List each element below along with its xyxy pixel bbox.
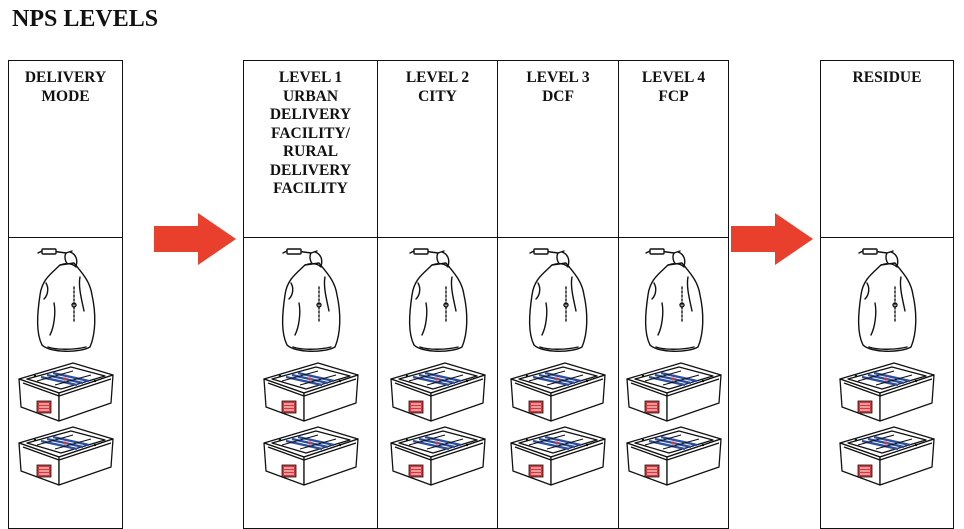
- right-arrow-icon: [731, 213, 813, 265]
- column-header-line: URBAN: [244, 88, 377, 107]
- mail-tray-icon: [260, 423, 362, 489]
- mail-sack-icon: [522, 243, 594, 361]
- mail-tray-icon: [507, 359, 609, 425]
- mail-sack-icon: [275, 243, 347, 361]
- column-body: [498, 238, 618, 528]
- mail-tray-icon: [836, 423, 938, 489]
- mail-sack-icon: [851, 243, 923, 361]
- diagram-title: NPS LEVELS: [12, 6, 158, 33]
- mail-sack-icon: [638, 243, 710, 361]
- column-body: [244, 238, 377, 528]
- column-header-line: RESIDUE: [821, 69, 953, 88]
- column-header-line: FACILITY/: [244, 125, 377, 144]
- column-residue: RESIDUE: [821, 61, 953, 528]
- column-header-line: LEVEL 1: [244, 69, 377, 88]
- column-header-line: LEVEL 2: [378, 69, 497, 88]
- column-header-line: FCP: [619, 88, 728, 107]
- mail-tray-icon: [836, 359, 938, 425]
- column-header-line: FACILITY: [244, 180, 377, 199]
- mail-tray-icon: [15, 359, 117, 425]
- mail-tray-icon: [623, 359, 725, 425]
- column-header-line: DELIVERY: [244, 162, 377, 181]
- column-header-line: DELIVERY: [244, 106, 377, 125]
- column-body: [378, 238, 497, 528]
- mail-tray-icon: [260, 359, 362, 425]
- column-header-line: RURAL: [244, 143, 377, 162]
- column-header-line: MODE: [9, 88, 122, 107]
- column-header-line: CITY: [378, 88, 497, 107]
- mail-tray-icon: [387, 359, 489, 425]
- column-body: [821, 238, 953, 528]
- column-header-line: DELIVERY: [9, 69, 122, 88]
- column-header: RESIDUE: [821, 61, 953, 238]
- column-header-line: DCF: [498, 88, 618, 107]
- column-header-line: LEVEL 3: [498, 69, 618, 88]
- mail-tray-icon: [15, 423, 117, 489]
- right-arrow-icon: [154, 213, 236, 265]
- mail-sack-icon: [30, 243, 102, 361]
- mail-tray-icon: [623, 423, 725, 489]
- column-body: [9, 238, 122, 528]
- residue-group: RESIDUE: [820, 60, 954, 529]
- mail-tray-icon: [507, 423, 609, 489]
- mail-tray-icon: [387, 423, 489, 489]
- column-header-line: LEVEL 4: [619, 69, 728, 88]
- mail-sack-icon: [402, 243, 474, 361]
- column-body: [619, 238, 728, 528]
